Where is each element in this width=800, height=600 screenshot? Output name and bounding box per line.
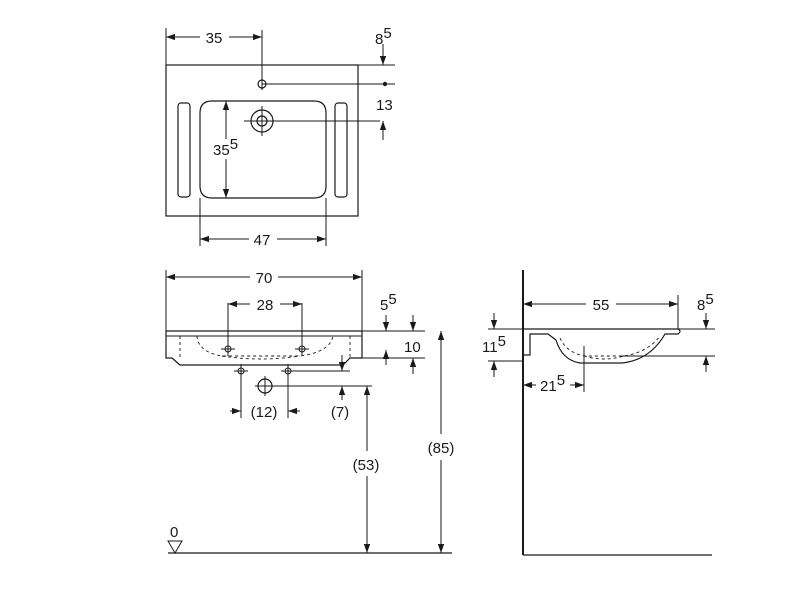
dim-rim-thickness-label: 55: [380, 291, 397, 314]
bowl-outline: [199, 100, 327, 199]
supply-point-left: [234, 364, 248, 418]
floor-level-label: 0: [170, 524, 178, 541]
basin-side-outline: [523, 328, 681, 364]
side-view: 55 85 115 215: [482, 270, 715, 556]
bowl-section: [196, 335, 334, 357]
fixing-point-left: [221, 303, 235, 356]
dim-bowl-depth-label: 355: [213, 136, 238, 159]
drain-icon: [244, 106, 380, 136]
floor-level-marker-icon: [167, 540, 183, 554]
dim-edge-to-tap-label: 85: [375, 25, 392, 48]
dim-rim-to-top-label: 85: [697, 291, 714, 314]
fixing-point-right: [295, 303, 309, 356]
dim-tap-offset-label: 35: [206, 30, 223, 47]
waste-outlet-icon: [255, 376, 372, 396]
dim-waste-spacing-label: (12): [251, 404, 278, 421]
dim-total-height-label: (85): [428, 440, 455, 457]
dim-fixing-spacing-label: 28: [257, 297, 274, 314]
top-view: 35 85 13 355 47: [165, 25, 395, 249]
dim-bowl-offset-label: 215: [540, 372, 565, 395]
dim-bracket-height-label: 115: [482, 333, 506, 356]
dim-overall-width-label: 70: [256, 270, 273, 287]
dim-waste-drop-label: (7): [331, 404, 349, 421]
dim-tap-to-drain-label: 13: [376, 97, 393, 114]
dim-waste-height-label: (53): [353, 457, 380, 474]
right-grip-slot: [334, 102, 348, 198]
dim-bowl-width-label: 47: [254, 232, 271, 249]
supply-point-right: [281, 364, 295, 418]
left-grip-slot: [177, 102, 191, 198]
bowl-side-section: [559, 335, 661, 357]
dim-projection-label: 55: [593, 297, 610, 314]
front-view: 70 28 55 10 (12) (7) (53) (85): [165, 270, 455, 554]
dim-basin-height-label: 10: [404, 339, 421, 356]
tap-hole: [257, 30, 267, 90]
